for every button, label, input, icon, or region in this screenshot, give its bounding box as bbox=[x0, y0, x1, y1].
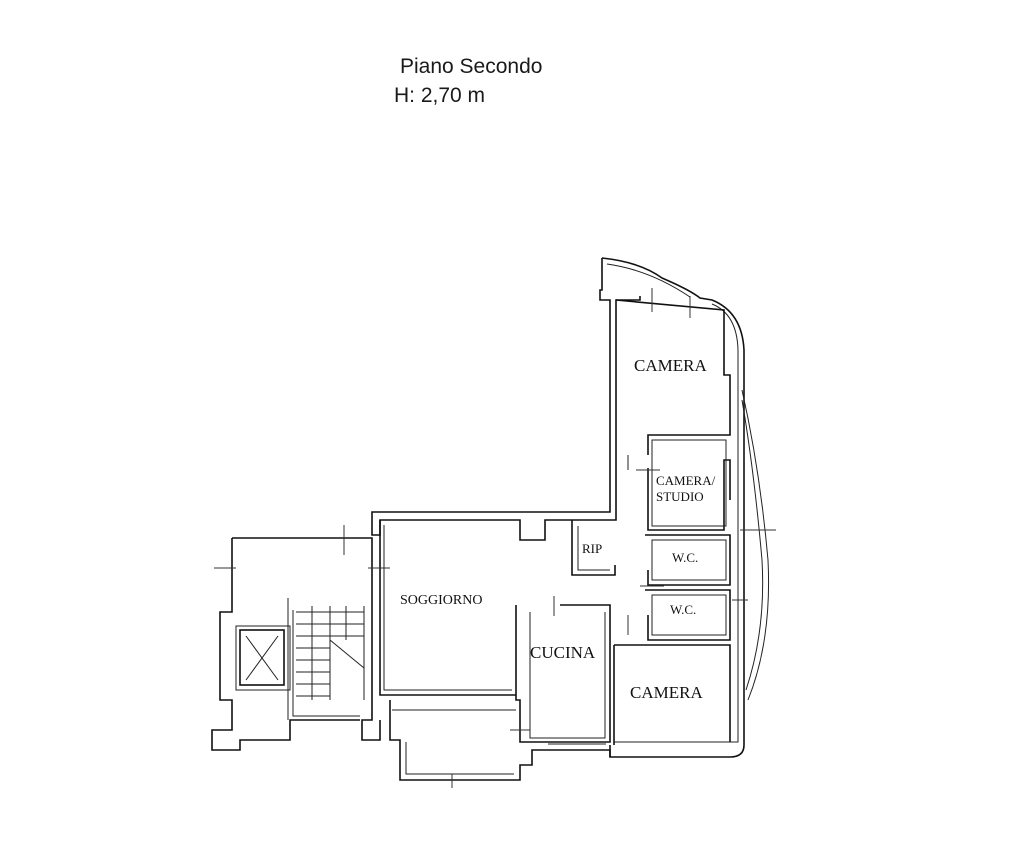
room-label-cucina: CUCINA bbox=[530, 643, 596, 662]
stair-steps bbox=[296, 606, 365, 700]
floor-title: Piano Secondo bbox=[400, 55, 543, 78]
stairwell bbox=[211, 537, 381, 751]
outer-walls bbox=[371, 257, 770, 758]
room-label-camera-bottom: CAMERA bbox=[630, 683, 703, 702]
room-label-soggiorno: SOGGIORNO bbox=[400, 593, 482, 608]
opening-marks bbox=[214, 288, 776, 788]
room-label-rip: RIP bbox=[582, 541, 602, 556]
room-label-camera-studio-1: CAMERA/ bbox=[656, 473, 716, 488]
room-label-camera-studio-2: STUDIO bbox=[656, 489, 704, 504]
interior-walls bbox=[379, 299, 731, 781]
room-label-wc-bottom: W.C. bbox=[670, 602, 696, 617]
room-label-camera-top: CAMERA bbox=[634, 356, 707, 375]
room-label-wc-top: W.C. bbox=[672, 550, 698, 565]
ceiling-height: H: 2,70 m bbox=[394, 84, 486, 107]
